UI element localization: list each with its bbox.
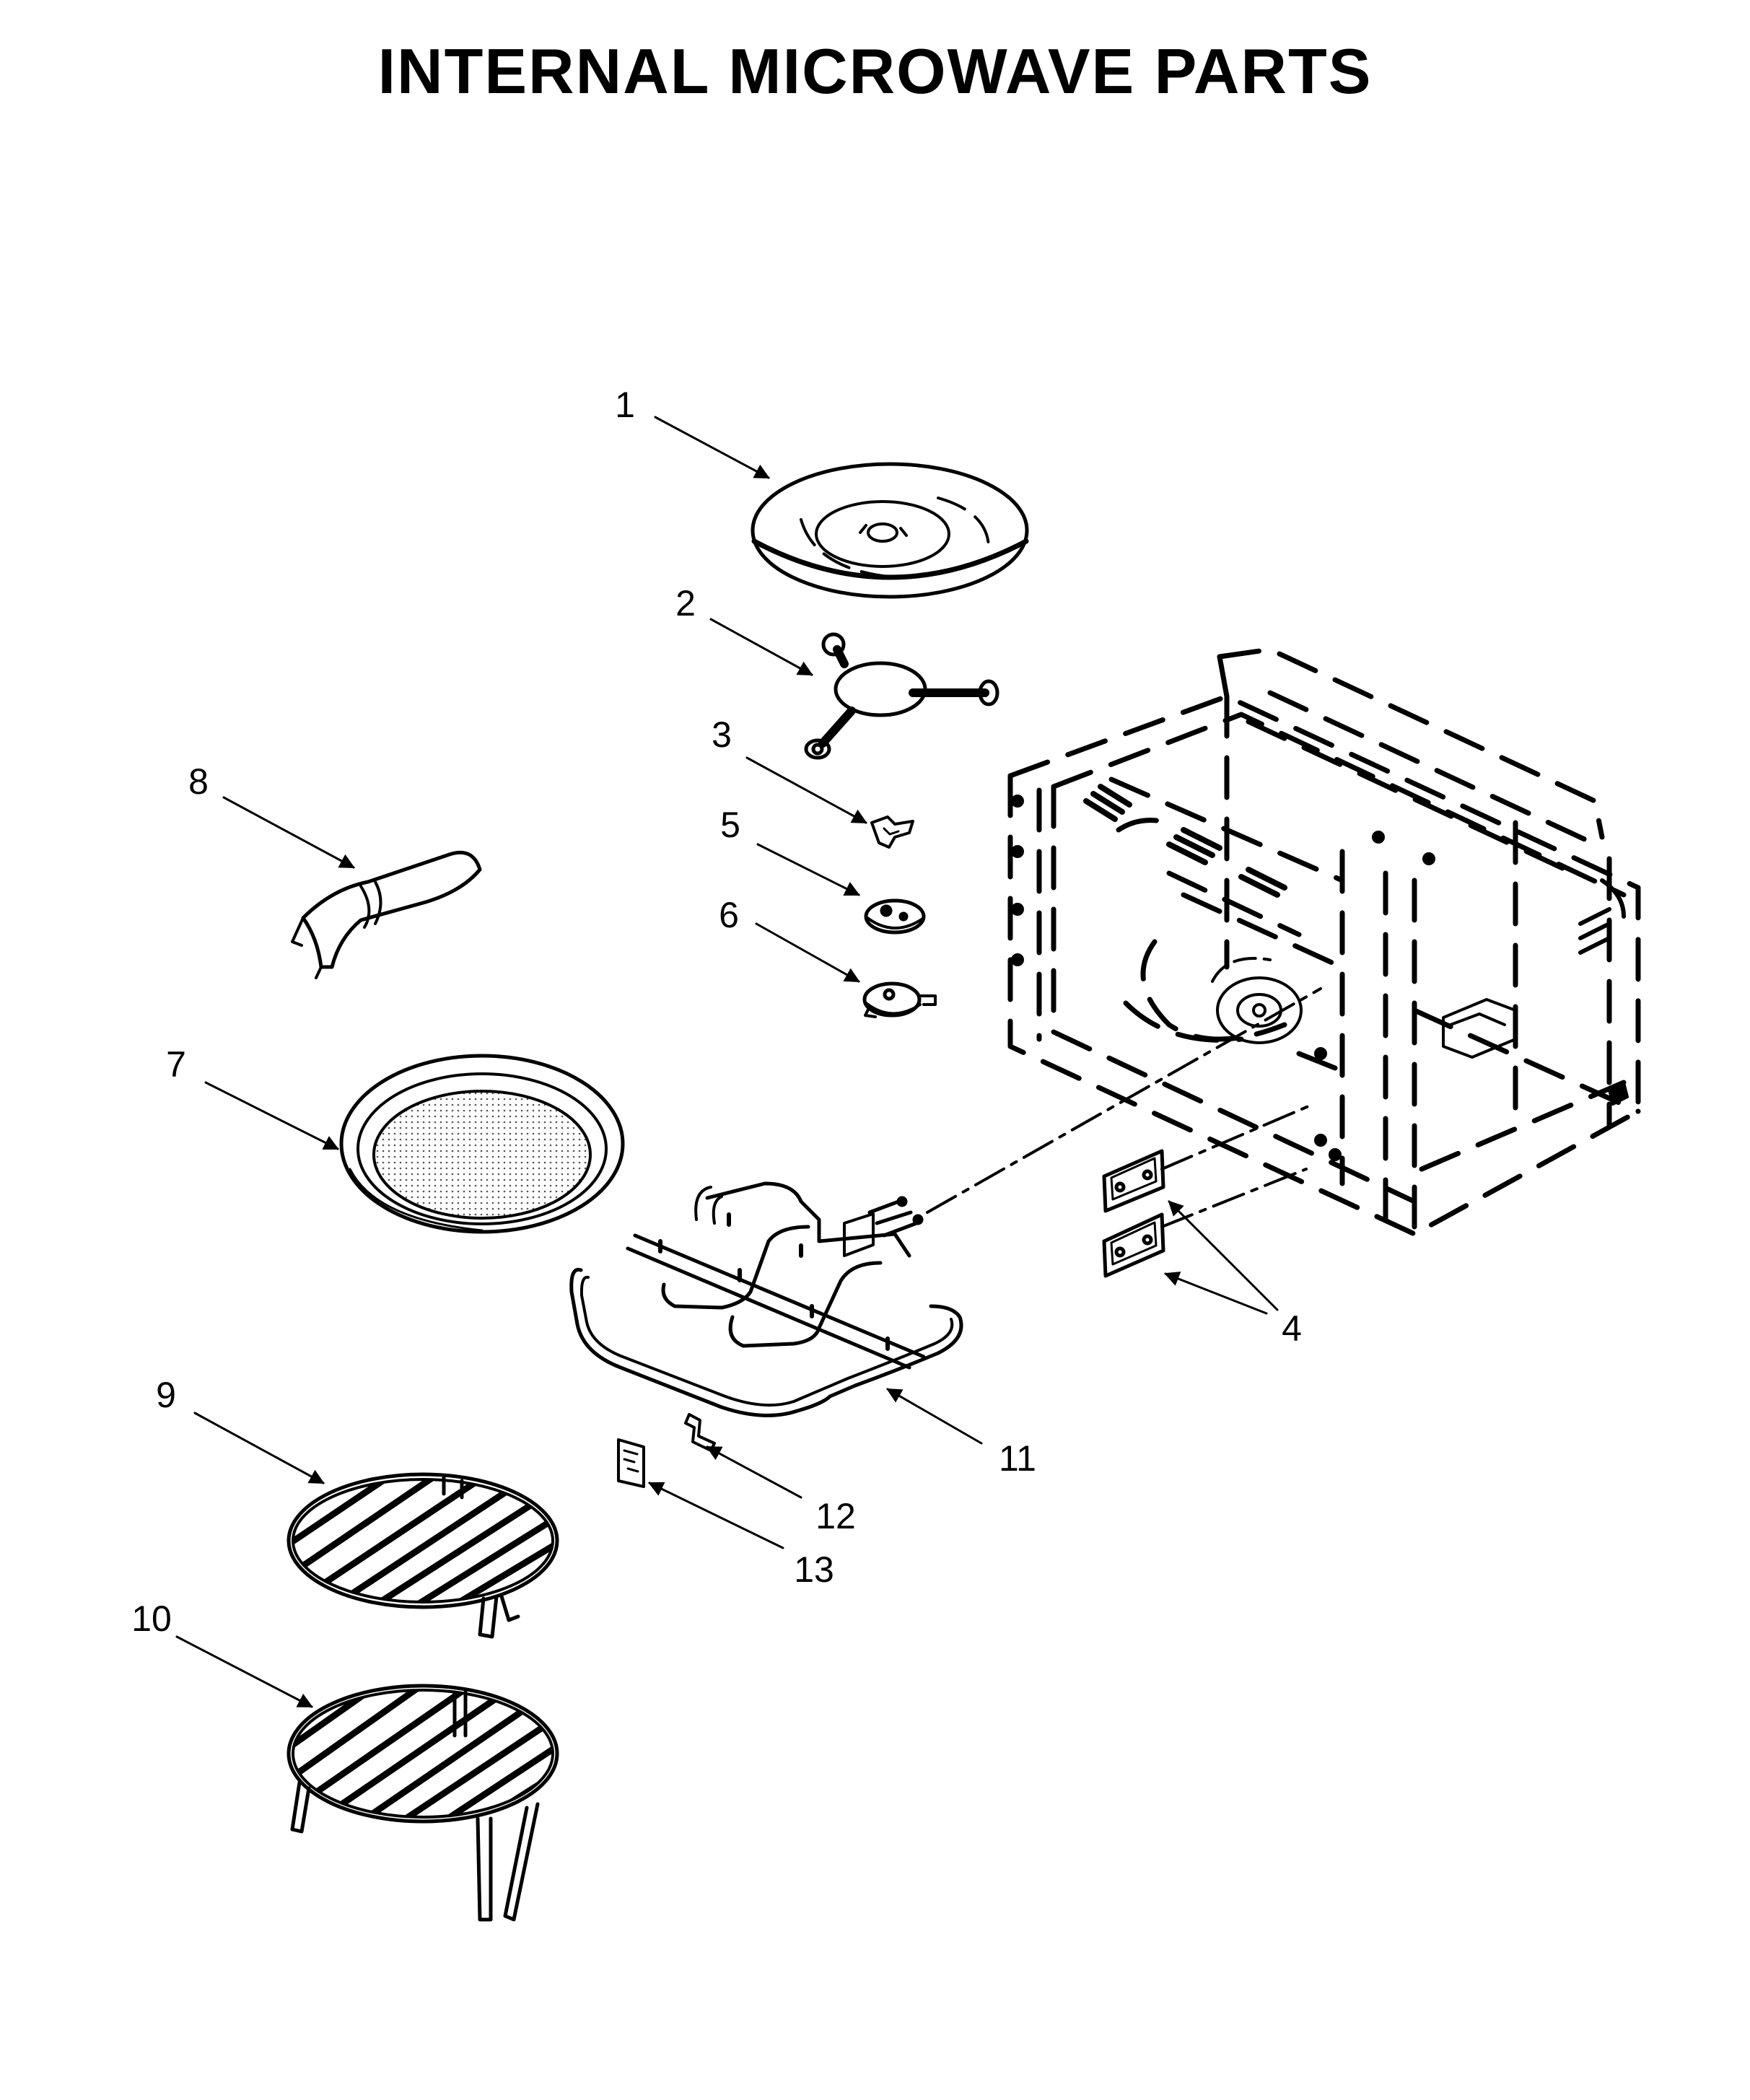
leader-7 <box>204 1081 339 1150</box>
leader-9 <box>193 1412 325 1484</box>
leader-2 <box>709 618 813 676</box>
leader-4b <box>1164 1272 1268 1315</box>
leader-5 <box>756 843 860 896</box>
turntable-motor-icon <box>864 898 926 935</box>
callout-9: 9 <box>156 1375 176 1415</box>
waveguide-centerline <box>1160 1103 1315 1228</box>
callout-2: 2 <box>675 583 696 624</box>
callout-6: 6 <box>719 895 739 935</box>
motor-icon <box>862 981 937 1018</box>
leader-13 <box>648 1482 784 1549</box>
cavity-housing-phantom <box>1007 647 1641 1237</box>
short-rack-icon <box>286 1472 559 1639</box>
leader-6 <box>755 922 860 983</box>
cavity-hardware <box>1011 784 1629 1161</box>
leader-12 <box>706 1445 802 1499</box>
crisper-handle-icon <box>291 850 482 979</box>
leader-lines <box>175 416 1279 1708</box>
callout-3: 3 <box>712 714 732 755</box>
leader-10 <box>175 1635 313 1708</box>
callout-11: 11 <box>999 1438 1036 1479</box>
leader-4a <box>1168 1200 1279 1311</box>
leader-3 <box>745 756 867 824</box>
callout-12: 12 <box>815 1496 856 1536</box>
callout-13: 13 <box>794 1549 834 1590</box>
waveguide-cover-icon <box>1102 1149 1165 1278</box>
leader-11 <box>886 1388 983 1445</box>
leader-8 <box>222 796 355 869</box>
page-title: INTERNAL MICROWAVE PARTS <box>377 35 1373 107</box>
callout-5: 5 <box>720 805 740 845</box>
bracket-icon <box>684 1413 716 1452</box>
tall-rack-icon <box>286 1684 559 1922</box>
broil-element-icon <box>569 1181 963 1417</box>
callout-7: 7 <box>166 1044 186 1085</box>
roller-support-icon <box>804 632 999 760</box>
callout-labels: 1 2 3 5 6 8 7 9 10 11 12 13 4 <box>131 385 1302 1639</box>
coupler-icon <box>870 815 914 849</box>
turntable-glass-tray-icon <box>751 462 1029 599</box>
callout-10: 10 <box>131 1598 172 1639</box>
assembly-centerline <box>926 987 1322 1214</box>
label-icon <box>617 1438 645 1488</box>
crisper-pan-icon <box>339 1054 625 1234</box>
leader-1 <box>654 416 770 479</box>
callout-4: 4 <box>1282 1308 1302 1349</box>
callout-8: 8 <box>188 761 209 802</box>
callout-1: 1 <box>615 385 635 425</box>
